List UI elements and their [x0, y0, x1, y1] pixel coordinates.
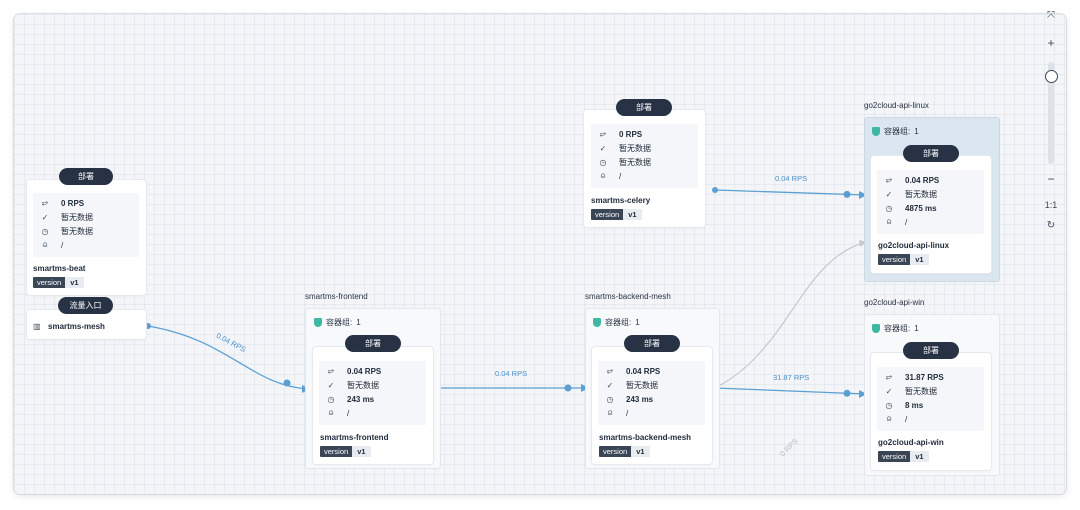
service-name: go2cloud-api-linux — [878, 241, 950, 250]
rps-icon: ⥂ — [41, 198, 49, 207]
stat-success: ✓暂无数据 — [319, 378, 426, 392]
rps-icon: ⥂ — [599, 129, 607, 138]
ingress-card[interactable] — [27, 310, 146, 339]
fit-screen-icon[interactable]: ⤧ — [1047, 10, 1055, 21]
user-icon: ⍝ — [886, 217, 892, 226]
stats-panel: ⥂0 RPS ✓暂无数据 ◷暂无数据 ⍝/ — [33, 193, 139, 257]
rps-icon: ⥂ — [327, 366, 335, 375]
stat-path: ⍝/ — [877, 412, 984, 426]
stat-success: ✓暂无数据 — [591, 141, 698, 155]
group-title: go2cloud-api-win — [864, 298, 925, 307]
stat-rps: ⥂0 RPS — [33, 196, 139, 210]
pod-count: 容器组: 1 — [593, 317, 640, 328]
pod-count: 容器组: 1 — [872, 126, 919, 137]
zoom-slider-handle[interactable] — [1045, 70, 1058, 83]
reset-zoom-button[interactable]: 1:1 — [1044, 200, 1058, 210]
service-name: smartms-backend-mesh — [599, 433, 692, 442]
ingress-icon: ▥ — [33, 322, 41, 331]
deploy-pill[interactable]: 部署 — [345, 335, 401, 352]
stat-rps: ⥂0.04 RPS — [877, 173, 984, 187]
service-name: smartms-beat — [33, 264, 86, 273]
stat-latency: ◷8 ms — [877, 398, 984, 412]
clock-icon: ◷ — [885, 203, 893, 213]
zoom-in-button[interactable]: + — [1047, 36, 1055, 50]
deploy-pill[interactable]: 部署 — [624, 335, 680, 352]
stats-panel: ⥂0.04 RPS ✓暂无数据 ◷4875 ms ⍝/ — [877, 170, 984, 234]
zoom-out-button[interactable]: − — [1047, 172, 1055, 186]
service-name: smartms-frontend — [320, 433, 389, 442]
deploy-pill[interactable]: 部署 — [616, 99, 672, 116]
stat-rps: ⥂31.87 RPS — [877, 370, 984, 384]
edge-label-backend-win: 31.87 RPS — [773, 373, 810, 382]
check-icon: ✓ — [327, 380, 335, 390]
stat-success: ✓暂无数据 — [598, 378, 705, 392]
clock-icon: ◷ — [606, 394, 614, 404]
clock-icon: ◷ — [327, 394, 335, 404]
clock-icon: ◷ — [599, 157, 607, 167]
rps-icon: ⥂ — [885, 175, 893, 184]
user-icon: ⍝ — [42, 240, 48, 249]
stats-panel: ⥂0.04 RPS ✓暂无数据 ◷243 ms ⍝/ — [598, 361, 705, 425]
stat-success: ✓暂无数据 — [877, 187, 984, 201]
edge-label-frontend-backend: 0.04 RPS — [495, 369, 528, 378]
stat-latency: ◷4875 ms — [877, 201, 984, 215]
deploy-pill[interactable]: 部署 — [59, 168, 113, 185]
deploy-pill[interactable]: 部署 — [903, 145, 959, 162]
group-title: smartms-backend-mesh — [585, 292, 671, 301]
rps-icon: ⥂ — [885, 372, 893, 381]
stat-latency: ◷243 ms — [598, 392, 705, 406]
stat-path: ⍝/ — [877, 215, 984, 229]
refresh-icon[interactable]: ↻ — [1046, 220, 1056, 231]
ingress-name: smartms-mesh — [48, 322, 105, 331]
user-icon: ⍝ — [328, 408, 334, 417]
check-icon: ✓ — [885, 386, 893, 396]
pod-health-icon — [872, 324, 880, 333]
check-icon: ✓ — [599, 143, 607, 153]
stat-latency: ◷243 ms — [319, 392, 426, 406]
user-icon: ⍝ — [607, 408, 613, 417]
rps-icon: ⥂ — [606, 366, 614, 375]
clock-icon: ◷ — [41, 226, 49, 236]
service-name: go2cloud-api-win — [878, 438, 944, 447]
deploy-pill[interactable]: 部署 — [903, 342, 959, 359]
stat-path: ⍝/ — [319, 406, 426, 420]
stat-success: ✓暂无数据 — [877, 384, 984, 398]
service-name: smartms-celery — [591, 196, 651, 205]
stat-latency: ◷暂无数据 — [33, 224, 139, 238]
stat-path: ⍝/ — [33, 238, 139, 252]
group-title: smartms-frontend — [305, 292, 368, 301]
pod-count: 容器组: 1 — [872, 323, 919, 334]
pod-health-icon — [593, 318, 601, 327]
check-icon: ✓ — [606, 380, 614, 390]
check-icon: ✓ — [41, 212, 49, 222]
stats-panel: ⥂0.04 RPS ✓暂无数据 ◷243 ms ⍝/ — [319, 361, 426, 425]
group-title: go2cloud-api-linux — [864, 101, 929, 110]
stats-panel: ⥂31.87 RPS ✓暂无数据 ◷8 ms ⍝/ — [877, 367, 984, 431]
stat-latency: ◷暂无数据 — [591, 155, 698, 169]
user-icon: ⍝ — [886, 414, 892, 423]
stat-rps: ⥂0.04 RPS — [598, 364, 705, 378]
stat-rps: ⥂0 RPS — [591, 127, 698, 141]
user-icon: ⍝ — [600, 171, 606, 180]
zoom-slider-track[interactable] — [1048, 62, 1054, 164]
stat-success: ✓暂无数据 — [33, 210, 139, 224]
stat-path: ⍝/ — [591, 169, 698, 183]
edge-label-celery-linux: 0.04 RPS — [775, 174, 808, 183]
check-icon: ✓ — [885, 189, 893, 199]
clock-icon: ◷ — [885, 400, 893, 410]
pod-health-icon — [872, 127, 880, 136]
stat-path: ⍝/ — [598, 406, 705, 420]
ingress-pill[interactable]: 流量入口 — [58, 297, 113, 314]
pod-count: 容器组: 1 — [314, 317, 361, 328]
pod-health-icon — [314, 318, 322, 327]
stats-panel: ⥂0 RPS ✓暂无数据 ◷暂无数据 ⍝/ — [591, 124, 698, 188]
stat-rps: ⥂0.04 RPS — [319, 364, 426, 378]
